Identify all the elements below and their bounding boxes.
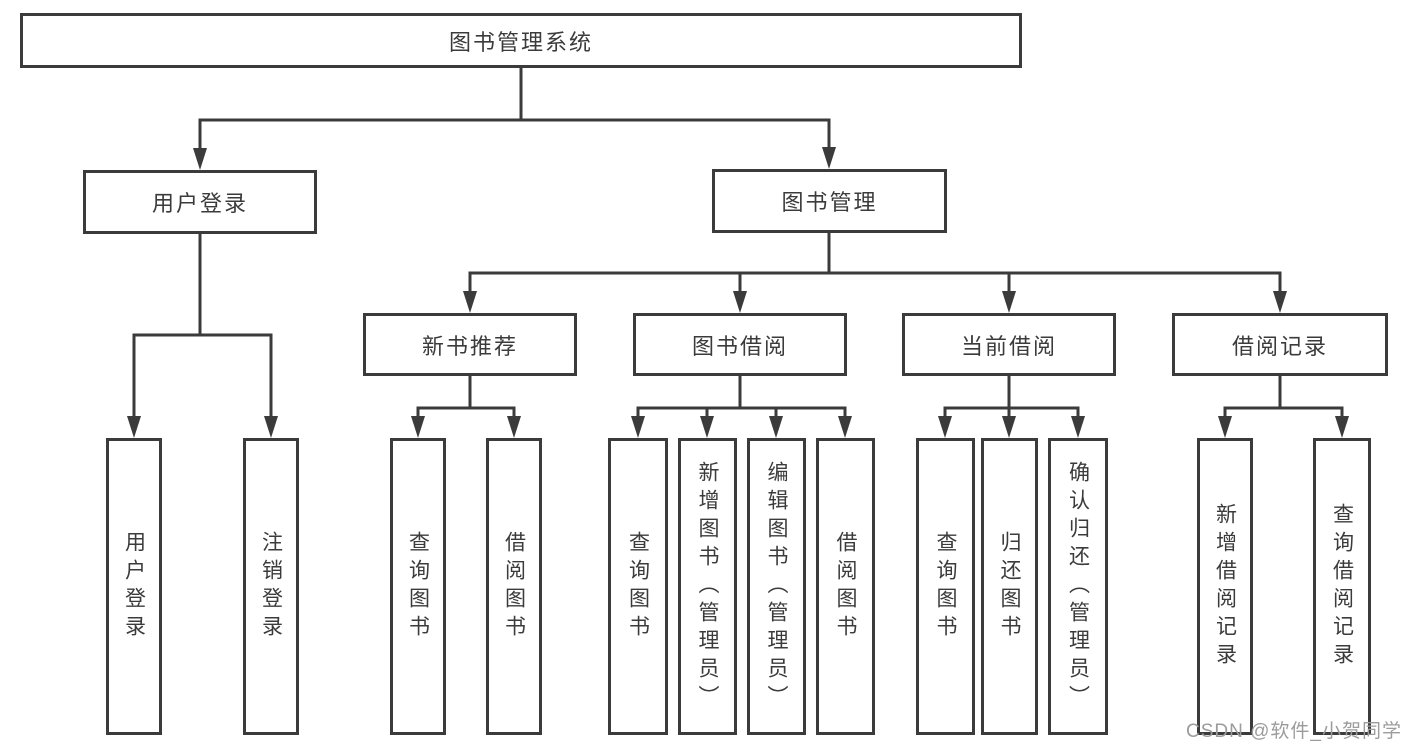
node-label: 用户登录	[151, 191, 248, 216]
node-library-system: 图书管理系统	[20, 13, 1022, 68]
node-label: 图书管理	[781, 190, 878, 215]
leaf-label: 查询图书	[626, 530, 650, 643]
leaf-label: 用户登录	[122, 530, 146, 643]
node-borrow-records: 借阅记录	[1172, 313, 1388, 376]
leaf-logout: 注销登录	[243, 438, 299, 735]
node-label: 当前借阅	[960, 333, 1057, 359]
node-user-login: 用户登录	[83, 170, 317, 234]
leaf-label: 借阅图书	[834, 530, 858, 643]
node-label: 借阅记录	[1231, 333, 1328, 359]
leaf-label: 新增图书（管理员）	[696, 460, 720, 713]
leaf-label: 查询图书	[406, 530, 430, 643]
leaf-newbook-borrow-books: 借阅图书	[486, 438, 542, 735]
leaf-borrow-edit-books-admin: 编辑图书（管理员）	[747, 438, 806, 735]
elbow-connectors	[132, 68, 1344, 410]
leaf-newbook-query-books: 查询图书	[390, 438, 446, 735]
leaf-borrow-query-books: 查询图书	[608, 438, 668, 735]
leaf-current-confirm-return-admin: 确认归还（管理员）	[1048, 438, 1108, 735]
leaf-label: 编辑图书（管理员）	[765, 460, 789, 713]
arrowheads	[127, 147, 1349, 438]
leaf-label: 确认归还（管理员）	[1066, 460, 1090, 713]
leaf-label: 新增借阅记录	[1213, 502, 1237, 671]
leaf-label: 借阅图书	[502, 530, 526, 643]
node-new-book-recommend: 新书推荐	[363, 313, 577, 376]
leaf-label: 归还图书	[998, 530, 1022, 643]
leaf-borrow-borrow-books: 借阅图书	[816, 438, 875, 735]
leaf-label: 注销登录	[259, 530, 283, 643]
leaf-records-query-record: 查询借阅记录	[1313, 438, 1371, 735]
leaf-borrow-add-books-admin: 新增图书（管理员）	[678, 438, 737, 735]
leaf-current-return-books: 归还图书	[981, 438, 1038, 735]
leaf-current-query-books: 查询图书	[916, 438, 975, 735]
node-label: 图书借阅	[691, 333, 788, 359]
leaf-label: 查询借阅记录	[1330, 502, 1354, 671]
leaf-user-login: 用户登录	[106, 438, 162, 735]
node-current-borrow: 当前借阅	[902, 313, 1116, 376]
leaf-records-add-record: 新增借阅记录	[1197, 438, 1253, 735]
node-label: 新书推荐	[421, 333, 518, 359]
node-book-borrow: 图书借阅	[633, 313, 847, 376]
arrow-stems	[132, 120, 1344, 416]
csdn-watermark: CSDN @软件_小贺同学	[1186, 721, 1402, 742]
node-book-management: 图书管理	[712, 169, 947, 233]
node-label: 图书管理系统	[448, 29, 593, 55]
leaf-label: 查询图书	[934, 530, 958, 643]
